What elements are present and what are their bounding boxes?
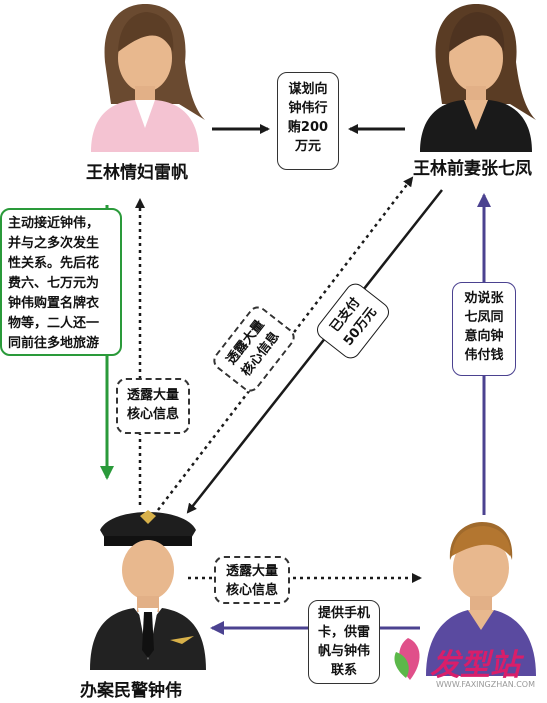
plot-bribe-box: 谋划向 钟伟行 贿200 万元 bbox=[277, 72, 339, 170]
police-avatar-icon bbox=[90, 510, 206, 670]
approach-box: 主动接近钟伟， 并与之多次发生 性关系。先后花 费六、七万元为 钟伟购置名牌衣 … bbox=[0, 208, 122, 356]
watermark-url: WWW.FAXINGZHAN.COM bbox=[436, 680, 535, 689]
leak-box-left: 透露大量 核心信息 bbox=[116, 378, 190, 434]
leak-box-bottom: 透露大量 核心信息 bbox=[214, 556, 290, 604]
man-avatar-icon bbox=[426, 522, 536, 676]
persuade-box: 劝说张 七凤同 意向钟 伟付钱 bbox=[452, 282, 516, 376]
arrow-paid-to-police bbox=[186, 189, 443, 514]
police-name: 办案民警钟伟 bbox=[80, 681, 182, 701]
mistress-name: 王林情妇雷帆 bbox=[86, 163, 188, 183]
woman-avatar-icon bbox=[91, 4, 205, 152]
woman-avatar-icon bbox=[420, 4, 536, 152]
watermark-logo-icon bbox=[394, 638, 420, 680]
exwife-name: 王林前妻张七凤 bbox=[413, 159, 532, 179]
watermark-text: 发型站 bbox=[430, 648, 520, 683]
provide-phone-box: 提供手机 卡，供雷 帆与钟伟 联系 bbox=[308, 600, 380, 684]
